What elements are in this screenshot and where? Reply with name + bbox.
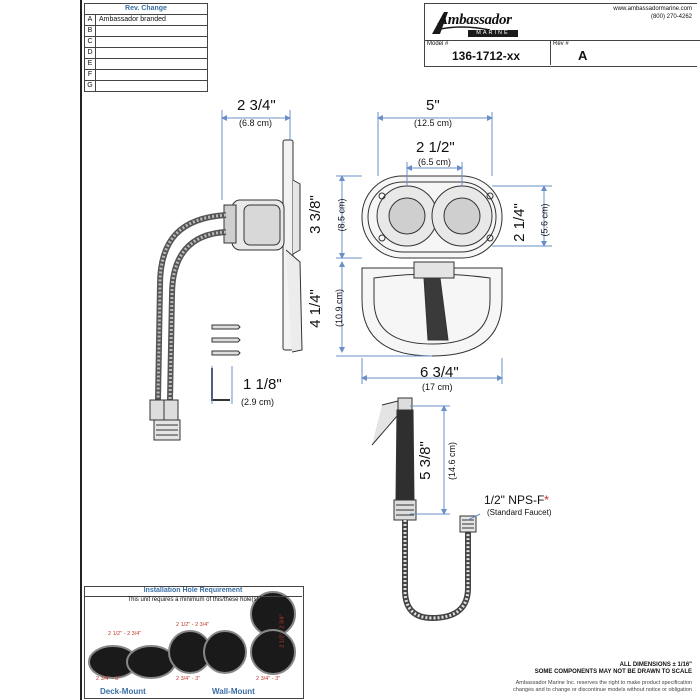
dim-width-top-cm: (12.5 cm) [414, 118, 453, 128]
fitting-sub: (Standard Faucet) [487, 508, 552, 517]
dim-hole-dia: 2 1/4" [510, 203, 528, 242]
deck-mount-label: Deck-Mount [100, 687, 146, 696]
wall-range-top: 2 1/2" - 2 3/4" [176, 622, 210, 628]
phone-text: (800) 270-4262 [650, 14, 692, 20]
mounting-screws [211, 324, 241, 356]
brand-name: Ambassador [438, 12, 512, 28]
dim-side-depth: 2 3/4" [237, 97, 276, 114]
scale-note: SOME COMPONENTS MAY NOT BE DRAWN TO SCAL… [534, 669, 692, 675]
revision-letter: B [85, 26, 96, 36]
dim-sprayer-len: 5 3/8" [416, 441, 434, 480]
contact-info: www.ambassadormarine.com (800) 270-4262 [613, 5, 692, 21]
legal-note-1: Ambassador Marine Inc. reserves the righ… [515, 680, 692, 686]
revision-row: D [85, 48, 207, 59]
fitting-label: 1/2" NPS-F* [484, 493, 549, 507]
revision-header: Rev. Change [85, 4, 207, 15]
dim-hole-dia-cm: (5.6 cm) [539, 203, 550, 237]
title-divider [424, 40, 700, 41]
revision-letter: C [85, 37, 96, 47]
rev-number: A [578, 48, 588, 63]
installation-note: This unit requires a minimum of this/the… [127, 597, 259, 603]
legal-note-2: changes and to change or discontinue mod… [513, 687, 692, 693]
dim-total-width-cm: (17 cm) [422, 382, 453, 392]
deck-range-top: 2 1/2" - 2 3/4" [108, 631, 142, 637]
wall-range-bottom: 2 3/4" - 3" [176, 676, 201, 682]
brand-band: MARINE [468, 30, 518, 37]
fitting-star: * [544, 493, 549, 507]
dim-side-depth-cm: (6.8 cm) [239, 118, 273, 128]
dim-flange: 1 1/8" [243, 376, 282, 393]
installation-panel [84, 586, 304, 699]
flange-bracket [211, 368, 230, 401]
fitting-size: 1/2" NPS-F [484, 493, 545, 507]
installation-header: Installation Hole Requirement [84, 586, 302, 597]
dim-hole-spacing: 2 1/2" [416, 139, 455, 156]
sprayer-view [371, 397, 477, 622]
revision-row: B [85, 26, 207, 37]
dim-upper-height-cm: (8.5 cm) [336, 198, 347, 232]
dim-total-width: 6 3/4" [420, 364, 459, 381]
revision-letter: D [85, 48, 96, 58]
title-block [424, 3, 697, 67]
revision-row: E [85, 59, 207, 70]
front-view [361, 175, 503, 357]
revision-letter: E [85, 59, 96, 69]
dim-sprayer-len-cm: (14.6 cm) [447, 441, 458, 481]
revision-desc: Ambassador branded [99, 16, 166, 23]
revision-letter: G [85, 81, 96, 91]
wall-mount-label: Wall-Mount [212, 687, 255, 696]
revision-row: C [85, 37, 207, 48]
dimension-tolerance: ALL DIMENSIONS ± 1/16" [619, 662, 692, 668]
front-dimension-lines [336, 112, 552, 384]
website-text: www.ambassadormarine.com [613, 6, 692, 12]
side-view [149, 139, 303, 441]
title-divider-vertical [550, 40, 551, 65]
revision-row: G [85, 81, 207, 91]
model-number: 136-1712-xx [452, 49, 521, 63]
install-holes [88, 591, 296, 679]
rev-label: Rev # [553, 41, 569, 47]
dim-flange-cm: (2.9 cm) [241, 397, 275, 407]
dim-upper-height: 3 3/8" [306, 195, 324, 234]
model-label: Model # [427, 41, 449, 47]
revision-letter: A [85, 15, 96, 25]
revision-letter: F [85, 70, 96, 80]
dim-width-top: 5" [426, 97, 440, 114]
revision-row: F [85, 70, 207, 81]
tall-range-bottom: 2 3/4" - 3" [256, 676, 281, 682]
side-dimension-lines [211, 110, 291, 404]
dim-lower-height: 4 1/4" [306, 289, 324, 328]
dim-hole-spacing-cm: (6.5 cm) [418, 157, 452, 167]
sprayer-dimension-lines [410, 405, 481, 521]
tall-range-side: 2 1/2" - 2 3/4" [279, 614, 286, 648]
deck-range-bottom: 2 3/4" - 3" [96, 676, 121, 682]
drawing-sheet [80, 0, 700, 700]
dim-lower-height-cm: (10.9 cm) [334, 288, 345, 328]
brand-logo-icon [432, 12, 491, 34]
